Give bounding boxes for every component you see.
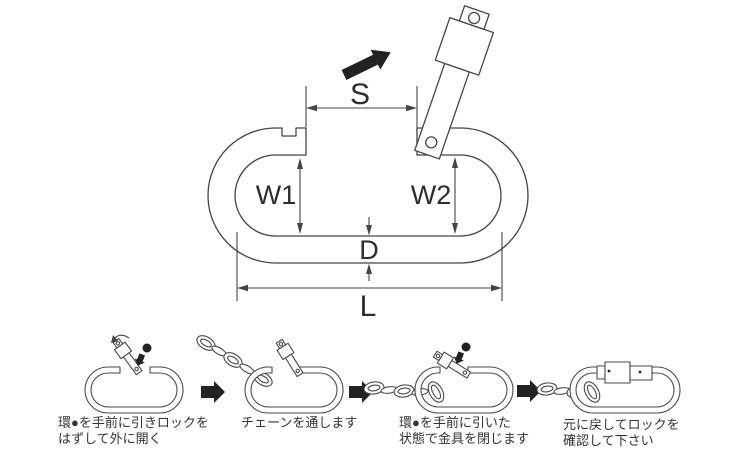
step-3-ring (414, 366, 514, 414)
lock-ring-dot (461, 342, 471, 352)
chain-link-looped (424, 378, 448, 406)
dimension-l: L (236, 232, 503, 323)
open-direction-arrow-icon (341, 49, 391, 80)
gate-icon (273, 337, 307, 379)
arm-pin (638, 370, 642, 374)
step-3-illustration (362, 342, 514, 414)
chain-link (392, 383, 416, 399)
carabiner-body (207, 127, 529, 264)
dimension-d: D (356, 217, 382, 281)
step-4-caption-line-1: 元に戻してロックを (563, 417, 680, 432)
step-4-caption-line-2: 確認して下さい (563, 433, 654, 448)
step-2-illustration (193, 332, 344, 414)
gate-icon (431, 348, 473, 382)
step-4-illustration (535, 361, 681, 414)
gate-hinge-closed (596, 365, 606, 380)
step-2-caption-line-1: チェーンを通します (241, 415, 357, 430)
step-1-ring (84, 366, 184, 414)
gate-top-hole (467, 11, 481, 25)
dimension-w1: W1 (256, 158, 303, 234)
step-2-ring (244, 366, 344, 414)
gate-arm-closed (629, 365, 653, 381)
step-3-caption-line-1: 環●を手前に引いた (399, 415, 511, 430)
step-1-caption-line-1: 環●を手前に引きロックを (58, 415, 209, 430)
unscrew-arrow-icon (113, 334, 130, 340)
step-arrow-icon (201, 381, 225, 403)
step-1-caption-line-2: はずして外に開く (58, 431, 162, 446)
lock-ring-dot (142, 343, 152, 353)
dimension-w2: W2 (411, 157, 458, 234)
dimension-s: S (305, 78, 418, 150)
gate-pivot-hole (425, 136, 438, 149)
step-4-ring-inner (575, 372, 675, 408)
dim-label-w1: W1 (256, 180, 297, 210)
dim-label-s: S (350, 78, 370, 111)
step-1-illustration (84, 334, 184, 414)
dim-label-l: L (360, 290, 377, 323)
sleeve-pin (607, 369, 611, 373)
gate-lock-sleeve-closed (604, 361, 631, 384)
dim-label-d: D (359, 235, 379, 265)
chain-link (535, 381, 559, 397)
carabiner-gate (414, 5, 495, 160)
gate-arm (414, 62, 470, 160)
chain-link (362, 380, 386, 396)
dim-label-w2: W2 (411, 180, 452, 210)
step-3-caption-line-2: 状態で金具を閉じます (399, 431, 529, 446)
